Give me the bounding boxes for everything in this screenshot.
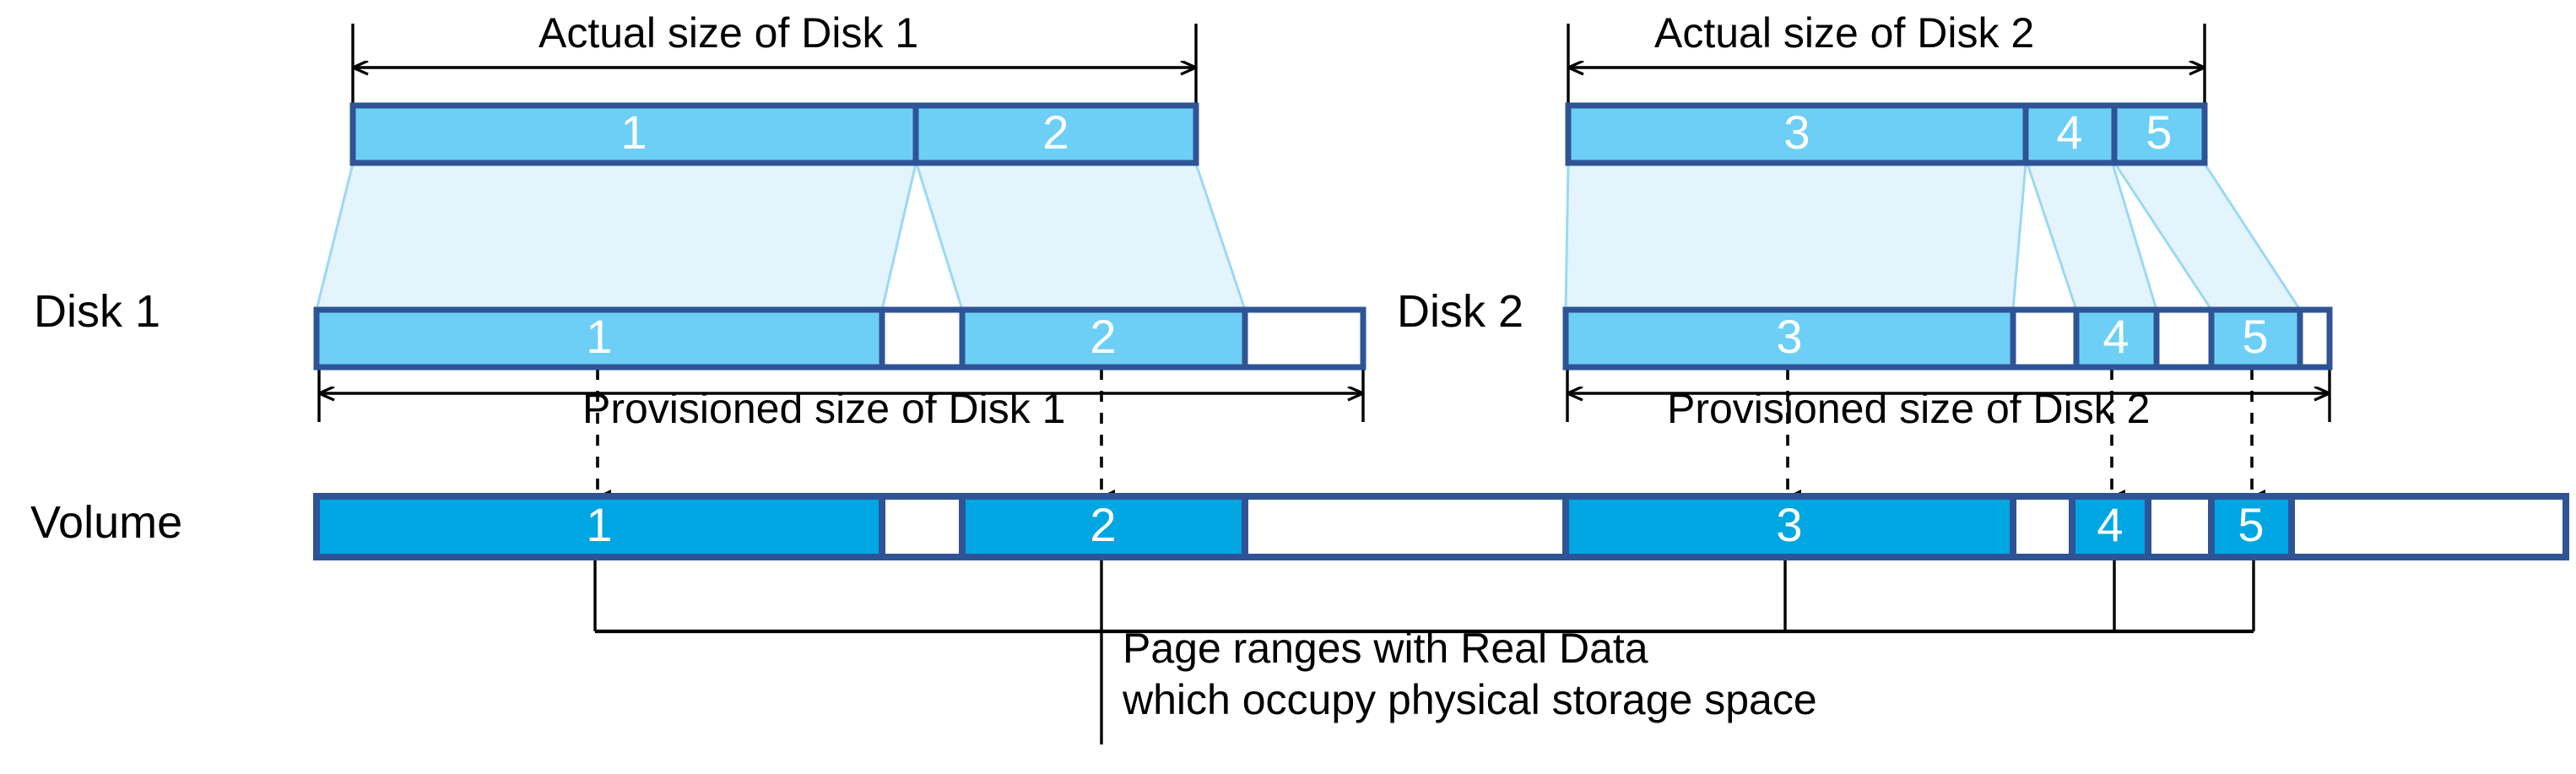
bar-provisioned-disk-1: 1 2	[313, 306, 1366, 371]
dimension-arrow-actual-disk-2	[1567, 24, 2206, 108]
segment-vol-gap3	[2010, 493, 2075, 560]
segment-prov2-gap2	[2153, 306, 2215, 371]
segment-prov2-gap3	[2297, 306, 2333, 371]
segment-actual-4	[2022, 102, 2118, 166]
trapezoid-disk2-seg3	[1564, 162, 2027, 311]
segment-vol-2-label: 2	[1090, 498, 1116, 551]
dimension-label-actual-disk-1: Actual size of Disk 1	[538, 9, 919, 57]
trapezoid-disk1-seg1	[315, 162, 917, 311]
dimension-arrow-provisioned-disk-2	[1566, 363, 2331, 422]
row-label-disk-2: Disk 2	[1397, 286, 1524, 337]
segment-prov2-5	[2208, 306, 2303, 371]
segment-actual-1-label: 1	[620, 106, 647, 159]
segment-vol-3	[1562, 493, 2016, 560]
segment-prov1-gap2	[1242, 306, 1366, 371]
segment-actual-4-label: 4	[2056, 106, 2082, 159]
segment-prov2-5-label: 5	[2242, 310, 2268, 363]
row-label-volume: Volume	[30, 497, 183, 548]
segment-actual-2-label: 2	[1042, 106, 1069, 159]
segment-vol-gap5	[2288, 493, 2569, 560]
trapezoid-group-disk-2	[1564, 162, 2303, 311]
segment-prov2-4	[2073, 306, 2160, 371]
segment-actual-3	[1565, 102, 2029, 166]
segment-actual-3-label: 3	[1783, 106, 1810, 159]
segment-vol-4-label: 4	[2097, 498, 2123, 551]
segment-vol-3-label: 3	[1776, 498, 1802, 551]
trapezoid-group-disk-1	[315, 162, 1247, 311]
segment-prov1-1-label: 1	[586, 310, 612, 363]
row-label-disk-1: Disk 1	[34, 286, 161, 337]
segment-prov2-4-label: 4	[2102, 310, 2129, 363]
callout-line-2: which occupy physical storage space	[1123, 676, 1817, 723]
bar-actual-disk-2: 3 4 5	[1565, 102, 2208, 166]
segment-actual-2	[912, 102, 1199, 166]
segment-actual-5	[2111, 102, 2208, 166]
segment-vol-1	[313, 493, 885, 560]
mapping-arrow-group	[596, 369, 2265, 503]
segment-vol-2	[959, 493, 1248, 560]
segment-vol-gap2	[1242, 493, 1569, 560]
dimension-arrow-provisioned-disk-1	[317, 363, 1365, 422]
dimension-label-actual-disk-2: Actual size of Disk 2	[1654, 9, 2035, 57]
real-data-bracket	[593, 559, 2255, 744]
segment-vol-4	[2069, 493, 2151, 560]
bar-actual-disk-1: 1 2	[349, 102, 1199, 166]
segment-prov2-3-label: 3	[1776, 310, 1802, 363]
segment-vol-5-label: 5	[2238, 498, 2264, 551]
segment-prov1-1	[313, 306, 885, 371]
trapezoid-disk1-seg2	[914, 162, 1247, 311]
segment-vol-gap1	[879, 493, 966, 560]
segment-prov2-gap1	[2010, 306, 2080, 371]
bar-volume: 1 2 3 4 5	[313, 493, 2569, 560]
segment-prov1-2-label: 2	[1090, 310, 1116, 363]
segment-prov1-2	[959, 306, 1248, 371]
segment-actual-5-label: 5	[2146, 106, 2172, 159]
bar-provisioned-disk-2: 3 4 5	[1562, 306, 2333, 371]
segment-vol-gap4	[2145, 493, 2215, 560]
dimension-arrow-actual-disk-1	[351, 24, 1198, 108]
segment-vol-1-label: 1	[586, 498, 612, 551]
segment-prov1-gap1	[879, 306, 966, 371]
segment-actual-1	[349, 102, 919, 166]
